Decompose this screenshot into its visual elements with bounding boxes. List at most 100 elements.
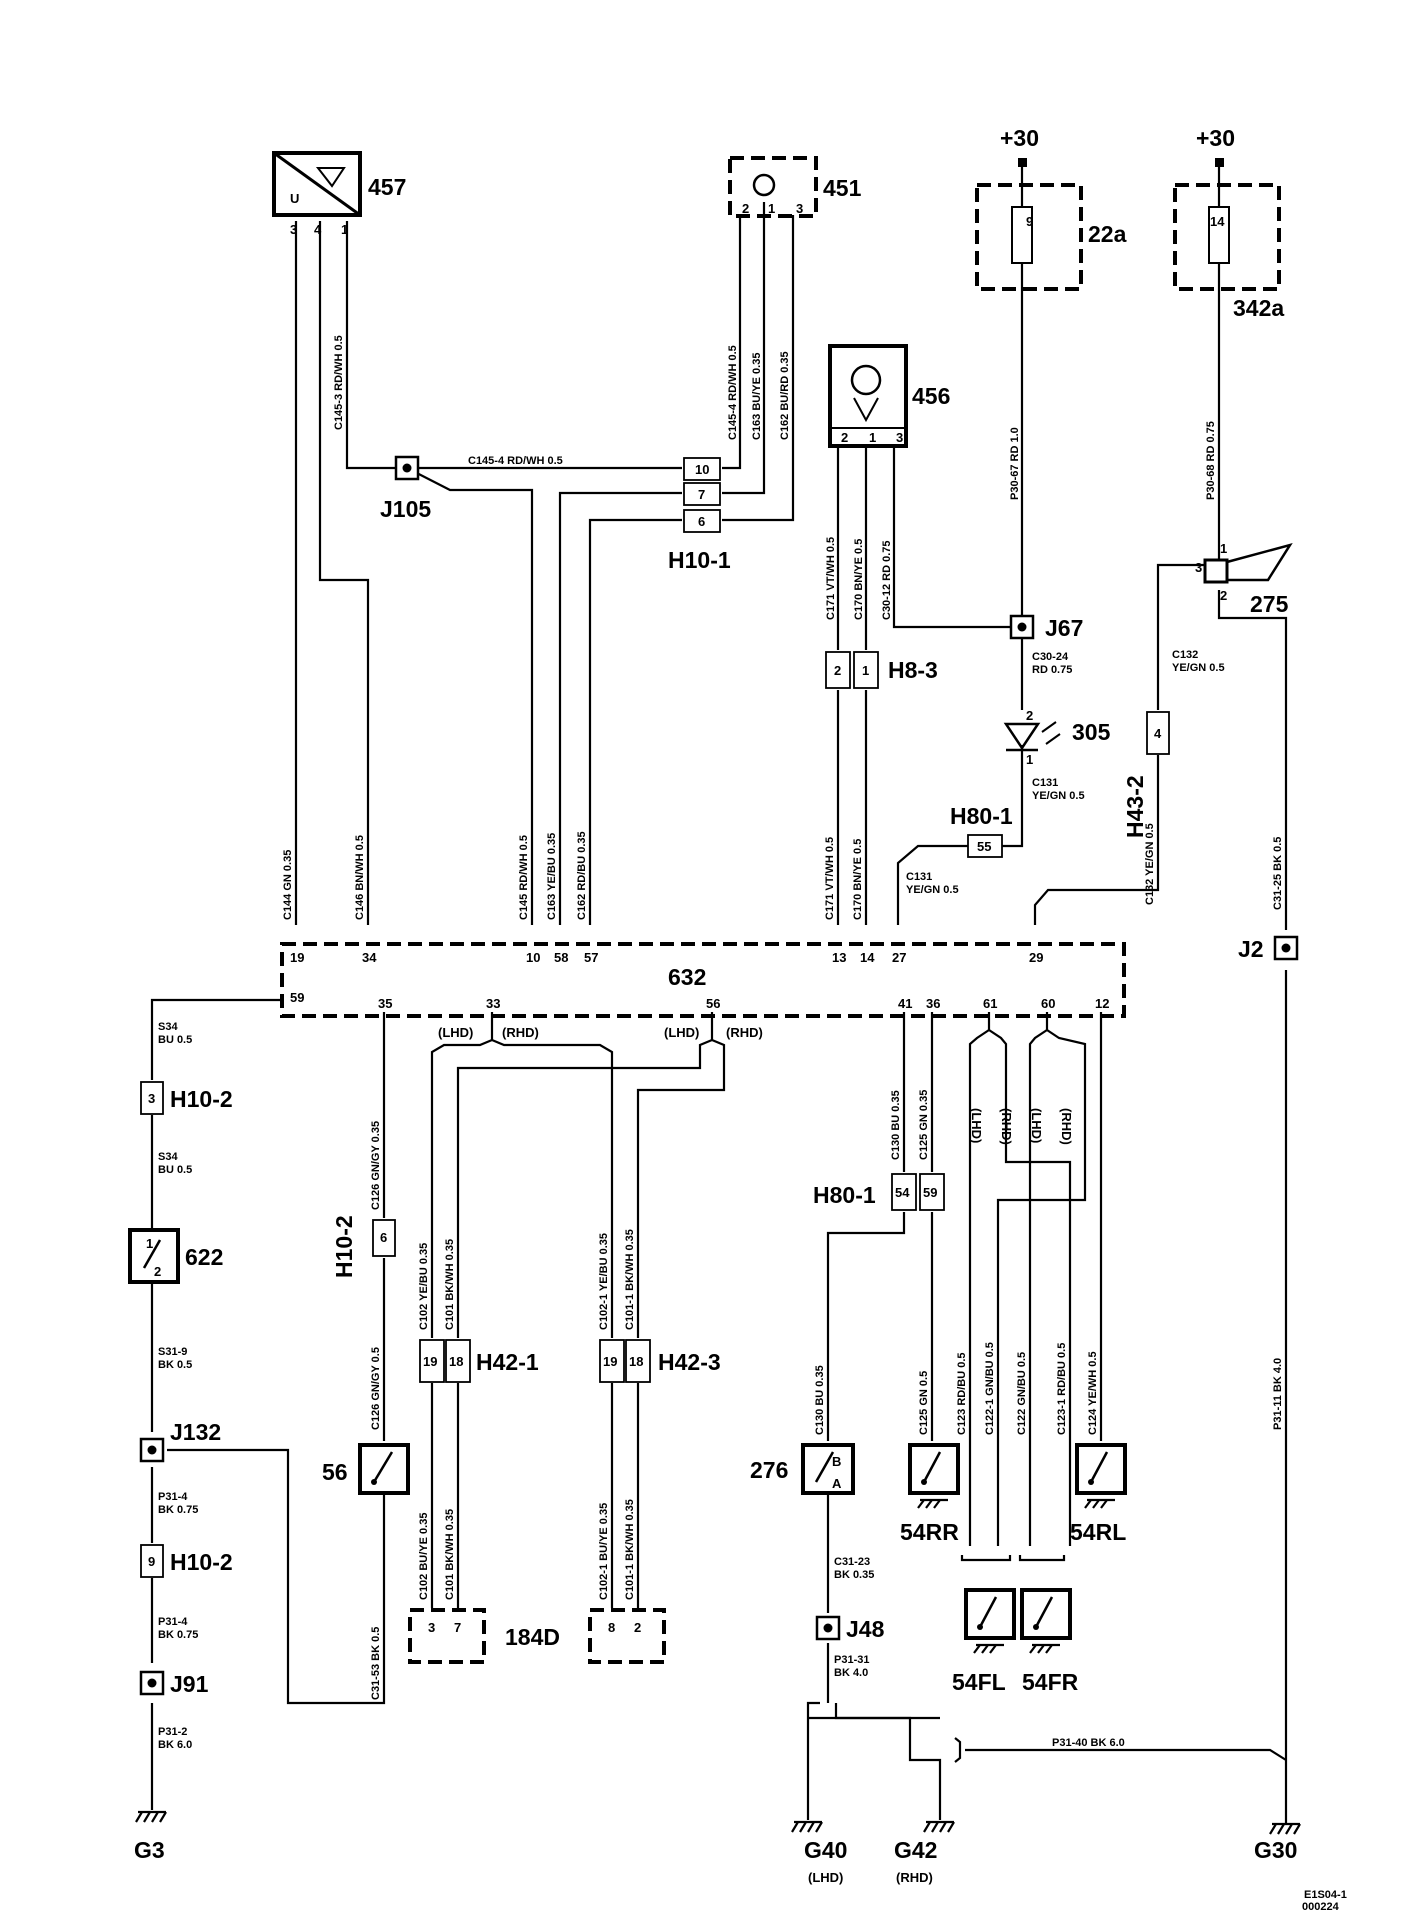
footer-code-1: E1S04-1 (1304, 1889, 1347, 1901)
wire-label-c102-b: C102 BU/YE 0.35 (418, 1513, 430, 1600)
pin-h42b-19: 19 (603, 1354, 617, 1369)
wire-label-c101-1-a: C101-1 BK/WH 0.35 (624, 1229, 636, 1330)
pin-632-10: 10 (526, 950, 540, 965)
pin-632-60: 60 (1041, 996, 1055, 1011)
component-56-box (358, 1443, 410, 1495)
pin-622-1: 1 (146, 1236, 153, 1251)
wire-label-c132-lower: C132 YE/GN 0.5 (1144, 823, 1156, 905)
component-456-box (828, 344, 908, 448)
label-G40: G40 (804, 1837, 847, 1863)
wire-label-s31-9-a: S31-9 (158, 1346, 187, 1358)
side-labels: (LHD) (RHD) (LHD) (RHD) (LHD) (RHD) (LHD… (438, 1025, 1074, 1145)
wire-label-p31-40: P31-40 BK 6.0 (1052, 1737, 1125, 1749)
wire-label-p31-4-b: BK 0.75 (158, 1504, 198, 1516)
side-rhd-33: (RHD) (502, 1025, 539, 1040)
pin-632-27: 27 (892, 950, 906, 965)
label-184D: 184D (505, 1624, 560, 1650)
wire-label-c162-top: C162 BU/RD 0.35 (779, 351, 791, 440)
wire-label-c131-a: C131 (1032, 777, 1058, 789)
label-J91: J91 (170, 1671, 209, 1697)
label-56: 56 (322, 1459, 348, 1485)
pin-456-2: 2 (841, 430, 848, 445)
label-275: 275 (1250, 591, 1289, 617)
fuse-342a-box (1173, 183, 1281, 291)
wire-label-p31-4-d: BK 0.75 (158, 1629, 198, 1641)
pin-457-U: U (290, 191, 299, 206)
wire-label-p31-11: P31-11 BK 4.0 (1272, 1358, 1284, 1430)
label-G30: G30 (1254, 1837, 1297, 1863)
label-54RL: 54RL (1070, 1519, 1126, 1545)
label-451: 451 (823, 175, 862, 201)
wire-label-p30-68: P30-68 RD 0.75 (1205, 421, 1217, 500)
pin-h42a-18: 18 (449, 1354, 463, 1369)
pin-632-29: 29 (1029, 950, 1043, 965)
wire-label-c102-a: C102 YE/BU 0.35 (418, 1243, 430, 1330)
component-54FR-box (1020, 1588, 1072, 1640)
pin-632-34: 34 (362, 950, 377, 965)
label-G42: G42 (894, 1837, 937, 1863)
label-J105: J105 (380, 496, 431, 522)
pin-184d-8: 8 (608, 1620, 615, 1635)
wire-label-c145-4-h: C145-4 RD/WH 0.5 (468, 455, 563, 467)
pin-h83-2: 2 (834, 663, 841, 678)
pin-632-41: 41 (898, 996, 912, 1011)
component-labels: 457 451 456 22a 342a +30 +30 632 305 275… (134, 125, 1347, 1913)
pin-632-14: 14 (860, 950, 875, 965)
label-H10-2-c: H10-2 (170, 1549, 233, 1575)
label-power-2: +30 (1196, 125, 1235, 151)
pin-456-1: 1 (869, 430, 876, 445)
label-H80-1-top: H80-1 (950, 803, 1013, 829)
wire-label-c125-top: C125 GN 0.35 (918, 1090, 930, 1160)
pin-184d-2: 2 (634, 1620, 641, 1635)
label-54FR: 54FR (1022, 1669, 1079, 1695)
pin-632-33: 33 (486, 996, 500, 1011)
pin-276-B: B (832, 1454, 841, 1469)
pin-632-58: 58 (554, 950, 568, 965)
pin-305-1: 1 (1026, 752, 1033, 767)
pin-632-36: 36 (926, 996, 940, 1011)
wire-label-c102-1-b: C102-1 BU/YE 0.35 (598, 1503, 610, 1600)
label-J48: J48 (846, 1616, 885, 1642)
side-rhd-56: (RHD) (726, 1025, 763, 1040)
label-457: 457 (368, 174, 406, 200)
wire-label-c126-b: C126 GN/GY 0.5 (370, 1347, 382, 1430)
label-H10-2-b: H10-2 (331, 1215, 357, 1278)
component-54FL-box (964, 1588, 1016, 1640)
wire-label-c131-b: YE/GN 0.5 (1032, 790, 1085, 802)
wire-label-c145: C145 RD/WH 0.5 (518, 835, 530, 920)
pin-numbers: 3 4 1 U 2 1 3 2 1 3 10 7 6 2 1 2 1 3 1 2… (146, 191, 1227, 1635)
wire-label-p31-4-c: P31-4 (158, 1616, 188, 1628)
label-G42-side: (RHD) (896, 1870, 933, 1885)
wire-label-c31-25: C31-25 BK 0.5 (1272, 837, 1284, 910)
label-632: 632 (668, 964, 706, 990)
pin-h102-3: 3 (148, 1091, 155, 1106)
wires (150, 163, 1288, 1823)
pin-456-3: 3 (896, 430, 903, 445)
pin-275-3: 3 (1195, 560, 1202, 575)
wire-label-p31-31-a: P31-31 (834, 1654, 869, 1666)
label-22a: 22a (1088, 221, 1127, 247)
wire-label-c123-1: C123-1 RD/BU 0.5 (1056, 1343, 1068, 1435)
component-184D-box-b (588, 1608, 666, 1664)
label-H42-1: H42-1 (476, 1349, 539, 1375)
wire-label-c145-4-v: C145-4 RD/WH 0.5 (727, 345, 739, 440)
wire-label-c101-a: C101 BK/WH 0.35 (444, 1239, 456, 1330)
wire-label-c31-23-a: C31-23 (834, 1556, 870, 1568)
side-rhd-60: (RHD) (1059, 1108, 1074, 1145)
wire-label-c30-12: C30-12 RD 0.75 (881, 541, 893, 621)
wire-label-c125: C125 GN 0.5 (918, 1371, 930, 1435)
pin-632-19: 19 (290, 950, 304, 965)
component-451-box (728, 156, 818, 218)
pin-h43-4: 4 (1154, 726, 1162, 741)
pin-h42a-19: 19 (423, 1354, 437, 1369)
connector-housings (140, 457, 1170, 1578)
wire-label-c122: C122 GN/BU 0.5 (1016, 1352, 1028, 1435)
pin-275-1: 1 (1220, 541, 1227, 556)
wire-label-c163: C163 YE/BU 0.35 (546, 833, 558, 920)
pin-h42b-18: 18 (629, 1354, 643, 1369)
label-H8-3: H8-3 (888, 657, 938, 683)
pin-632-35: 35 (378, 996, 392, 1011)
side-rhd-61: (RHD) (999, 1108, 1014, 1145)
junction-points (139, 455, 1299, 1696)
wire-label-s34-d: BU 0.5 (158, 1164, 192, 1176)
